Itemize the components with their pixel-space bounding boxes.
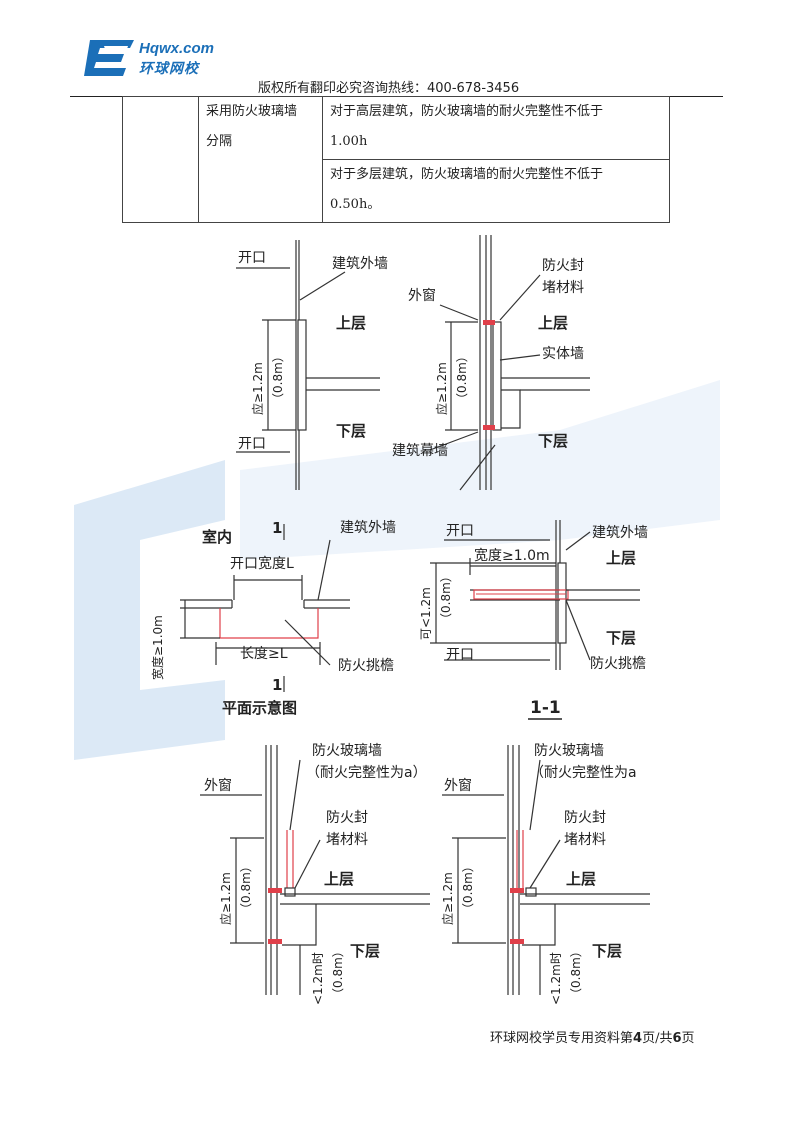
- figure-e: [200, 745, 430, 995]
- fig-c-exterior-wall: 建筑外墙: [340, 520, 396, 536]
- fig-a-lower: 下层: [336, 422, 366, 440]
- fig-f-window: 外窗: [444, 777, 472, 794]
- fig-f-integrity: （耐火完整性为a: [530, 765, 637, 781]
- fig-c-section-mark-top: 1: [272, 519, 282, 537]
- figure-c: [180, 524, 350, 692]
- fig-c-length: 长度≥L: [240, 646, 288, 662]
- figure-b: [429, 235, 590, 491]
- fig-b-dim: 应≥1.2m: [434, 362, 449, 415]
- watermark-logo-shape: [74, 460, 225, 760]
- table-row: 对于多层建筑，防火玻璃墙的耐火完整性不低于 0.50h。: [123, 159, 670, 223]
- fig-e-dim-low-alt: （0.8m）: [331, 945, 345, 1000]
- fig-e-glass-wall: 防火玻璃墙: [312, 742, 382, 759]
- fig-f-upper: 上层: [566, 870, 596, 888]
- fig-e-seal-2: 堵材料: [326, 832, 368, 848]
- method-line-2: 分隔: [206, 134, 233, 149]
- fig-d-opening-top: 开口: [446, 523, 474, 539]
- table-cell-method: 采用防火玻璃墙 分隔: [198, 96, 323, 223]
- fig-c-caption: 平面示意图: [222, 699, 297, 717]
- fig-b-lower: 下层: [538, 432, 568, 450]
- fig-a-opening-top: 开口: [238, 250, 266, 266]
- fig-e-dim-alt: （0.8m）: [239, 860, 253, 915]
- fig-b-seal-1: 防火封: [542, 258, 584, 274]
- fig-d-opening-bottom: 开口: [446, 647, 474, 663]
- fig-c-eave: 防火挑檐: [338, 658, 394, 674]
- fig-e-seal-1: 防火封: [326, 810, 368, 826]
- fig-e-window: 外窗: [204, 777, 232, 794]
- fig-a-opening-bottom: 开口: [238, 436, 266, 452]
- logo-text-en: Hqwx.com: [139, 40, 215, 57]
- fig-e-upper: 上层: [324, 870, 354, 888]
- fig-b-seal-2: 堵材料: [542, 280, 584, 296]
- fig-a-upper: 上层: [336, 314, 366, 332]
- fig-d-dim-alt: （0.8m）: [439, 570, 453, 625]
- table-cell-multi-storey: 对于多层建筑，防火玻璃墙的耐火完整性不低于 0.50h。: [322, 159, 670, 223]
- fig-d-width: 宽度≥1.0m: [474, 547, 550, 564]
- footer-suffix: 页: [681, 1031, 695, 1046]
- method-line-1: 采用防火玻璃墙: [206, 104, 298, 119]
- fig-d-eave: 防火挑檐: [590, 656, 646, 672]
- fig-f-dim: 应≥1.2m: [440, 872, 455, 925]
- fig-f-seal-2: 堵材料: [564, 832, 606, 848]
- fig-d-dim: 可<1.2m: [419, 587, 433, 640]
- fig-b-window: 外窗: [408, 287, 436, 304]
- multi-storey-line-1: 对于多层建筑，防火玻璃墙的耐火完整性不低于: [330, 167, 604, 182]
- fig-e-dim-low: <1.2m时: [311, 952, 325, 1005]
- footer-page-number: 4: [633, 1031, 643, 1046]
- fig-a-dim-alt: （0.8m）: [271, 350, 285, 405]
- table-cell-empty: [122, 96, 199, 223]
- fig-f-lower: 下层: [592, 942, 622, 960]
- page-footer: 环球网校学员专用资料第4页/共6页: [490, 1027, 695, 1046]
- figure-d: [430, 520, 640, 670]
- fig-e-integrity: （耐火完整性为a）: [306, 765, 427, 781]
- logo-text-cn: 环球网校: [139, 61, 199, 77]
- fig-c-opening-width: 开口宽度L: [230, 555, 294, 572]
- fig-f-seal-1: 防火封: [564, 810, 606, 826]
- fig-f-glass-wall: 防火玻璃墙: [534, 742, 604, 759]
- high-rise-line-1: 对于高层建筑，防火玻璃墙的耐火完整性不低于: [330, 104, 604, 119]
- copyright-hotline: 版权所有翻印必究咨询热线：400-678-3456: [258, 81, 520, 96]
- fig-d-caption: 1-1: [530, 698, 561, 718]
- figure-f: [442, 745, 650, 995]
- fig-f-dim-low: <1.2m时: [549, 952, 563, 1005]
- fig-c-indoor: 室内: [202, 528, 232, 546]
- high-rise-line-2: 1.00h: [330, 134, 368, 149]
- fig-e-dim: 应≥1.2m: [218, 872, 233, 925]
- fig-f-dim-alt: （0.8m）: [461, 860, 475, 915]
- footer-middle: 页/共: [642, 1031, 673, 1046]
- fig-c-width: 宽度≥1.0m: [150, 615, 165, 680]
- fire-separation-table: 采用防火玻璃墙 分隔 对于高层建筑，防火玻璃墙的耐火完整性不低于 1.00h 对…: [122, 96, 670, 223]
- footer-total-pages: 6: [672, 1031, 682, 1046]
- fig-b-solid-wall: 实体墙: [542, 346, 584, 362]
- fig-b-curtain-wall: 建筑幕墙: [392, 443, 448, 459]
- fig-b-upper: 上层: [538, 314, 568, 332]
- footer-prefix: 环球网校学员专用资料第: [490, 1031, 634, 1046]
- fig-e-lower: 下层: [350, 942, 380, 960]
- fig-d-exterior-wall: 建筑外墙: [592, 525, 648, 541]
- fig-f-dim-low-alt: （0.8m）: [569, 945, 583, 1000]
- fig-d-lower: 下层: [606, 629, 636, 647]
- multi-storey-line-2: 0.50h。: [330, 197, 381, 212]
- fig-c-section-mark-bottom: 1: [272, 676, 282, 694]
- fig-b-dim-alt: （0.8m）: [455, 350, 469, 405]
- fig-a-dim: 应≥1.2m: [250, 362, 265, 415]
- fig-d-upper: 上层: [606, 549, 636, 567]
- hqwx-logo-icon: [84, 40, 134, 76]
- figure-a: [236, 240, 380, 490]
- fig-a-exterior-wall: 建筑外墙: [332, 256, 388, 272]
